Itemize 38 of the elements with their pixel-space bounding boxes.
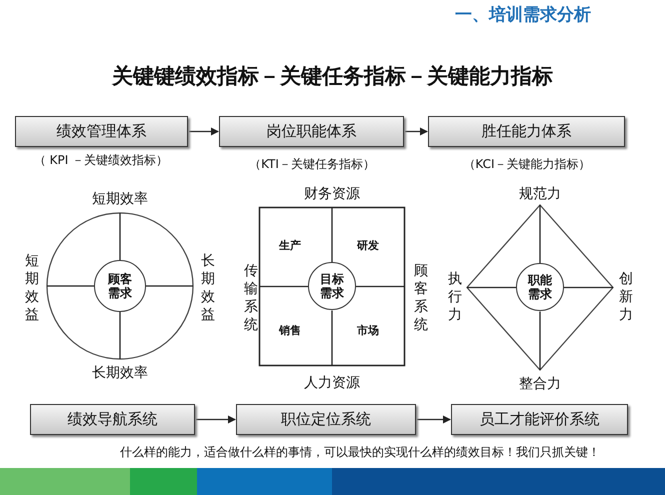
arrow bbox=[189, 128, 219, 136]
center-circle: 目标需求 bbox=[308, 262, 356, 310]
axis-label: 传输系统 bbox=[244, 262, 259, 334]
caption: 什么样的能力，适合做什么样的事情，可以最快的实现什么样的绩效目标！我们只抓关键！ bbox=[120, 445, 600, 459]
axis-label: 创新力 bbox=[619, 270, 634, 324]
system-box: 岗位职能体系 bbox=[219, 116, 404, 147]
quadrant-label: 生产 bbox=[279, 238, 301, 254]
axis-label: 规范力 bbox=[519, 186, 561, 202]
axis-label: 短期效率 bbox=[92, 191, 148, 207]
axis-label: 人力资源 bbox=[304, 375, 360, 391]
center-circle: 职能需求 bbox=[516, 263, 564, 311]
quadrant-label: 市场 bbox=[357, 323, 379, 339]
center-circle: 顾客需求 bbox=[94, 260, 146, 312]
diamond-diagram bbox=[467, 205, 613, 370]
axis-label: 短期效益 bbox=[25, 252, 40, 324]
system-box: 员工才能评价系统 bbox=[451, 404, 628, 435]
axis-label: 长期效益 bbox=[201, 252, 216, 324]
arrow bbox=[405, 128, 428, 136]
axis-label: 执行力 bbox=[448, 270, 463, 324]
system-box: 胜任能力体系 bbox=[428, 116, 625, 147]
quadrant-label: 销售 bbox=[279, 323, 301, 339]
square-diagram bbox=[259, 207, 405, 366]
arrow bbox=[417, 416, 451, 424]
system-box: 职位定位系统 bbox=[236, 404, 416, 435]
axis-label: 财务资源 bbox=[304, 186, 360, 202]
quadrant-label: 研发 bbox=[357, 238, 379, 254]
indicator-caption: （KCI－关键能力指标） bbox=[462, 156, 592, 172]
system-box: 绩效管理体系 bbox=[15, 116, 188, 147]
indicator-caption: （ KPI －关键绩效指标） bbox=[32, 152, 170, 168]
arrow bbox=[196, 416, 236, 424]
circle-diagram bbox=[46, 212, 194, 360]
axis-label: 长期效率 bbox=[92, 365, 148, 381]
title: 关键键绩效指标－关键任务指标－关键能力指标 bbox=[112, 64, 553, 88]
indicator-caption: （KTI－关键任务指标） bbox=[248, 156, 376, 172]
system-box: 绩效导航系统 bbox=[30, 404, 195, 435]
axis-label: 顾客系统 bbox=[414, 262, 429, 334]
section-heading: 一、培训需求分析 bbox=[455, 4, 591, 26]
axis-label: 整合力 bbox=[519, 376, 561, 392]
